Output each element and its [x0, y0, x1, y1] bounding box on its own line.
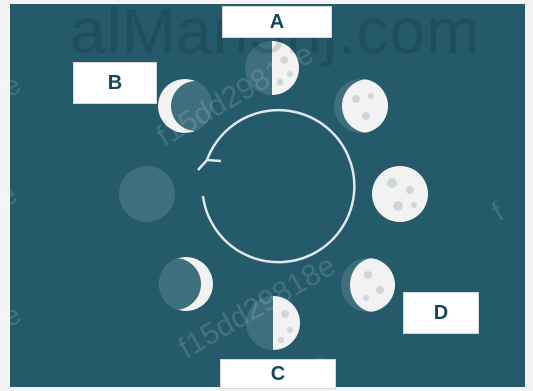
label-b: B — [73, 62, 157, 104]
label-c: C — [220, 359, 336, 389]
moon-phase-new — [119, 166, 175, 222]
label-a: A — [222, 6, 332, 38]
moon-phase-full — [372, 166, 428, 222]
label-d: D — [403, 292, 479, 334]
moon-phase-c — [246, 296, 300, 350]
moon-phase-a — [245, 41, 299, 95]
